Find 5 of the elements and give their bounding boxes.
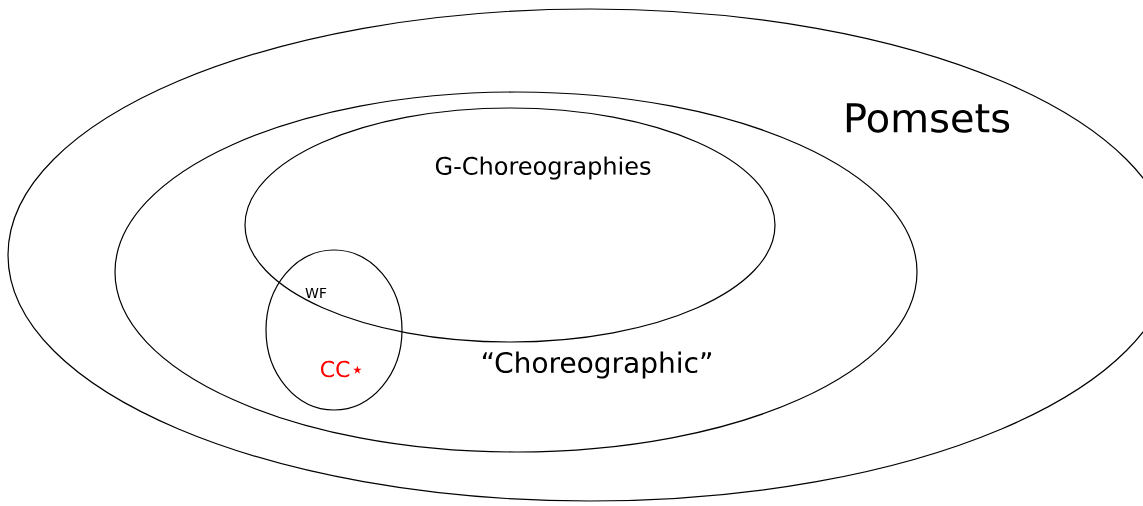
set-label: CC⋆ <box>321 360 362 378</box>
set-label: G-Choreographies <box>435 156 651 180</box>
set-label: WF <box>305 287 327 299</box>
set-label: Pomsets <box>846 103 1010 133</box>
set-label: “Choreographic” <box>482 351 711 379</box>
